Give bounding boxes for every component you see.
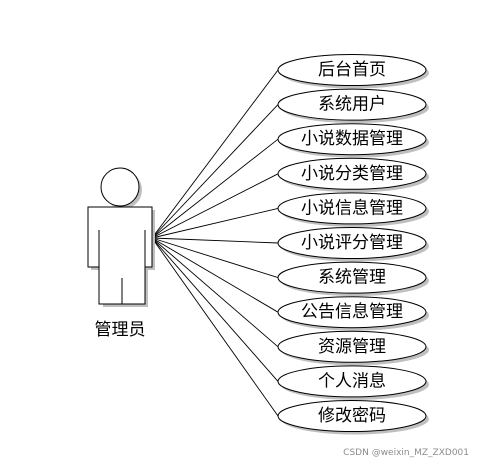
use-case-label: 个人消息 bbox=[318, 371, 386, 391]
use-case: 系统用户 bbox=[277, 88, 429, 124]
association-line bbox=[151, 237, 279, 279]
use-case: 资源管理 bbox=[277, 330, 429, 366]
actor-body bbox=[87, 206, 153, 305]
use-case-ellipse bbox=[277, 261, 427, 294]
actor-head bbox=[100, 167, 140, 207]
use-case-label: 小说评分管理 bbox=[301, 233, 403, 253]
use-case: 修改密码 bbox=[277, 400, 429, 435]
use-case-label: 小说数据管理 bbox=[301, 129, 403, 149]
association-line bbox=[151, 237, 279, 313]
use-case-label: 小说信息管理 bbox=[301, 198, 403, 218]
use-case-ellipse bbox=[277, 365, 427, 398]
use-case-label: 系统用户 bbox=[318, 95, 386, 115]
association-line bbox=[151, 69, 279, 239]
use-case-label: 公告信息管理 bbox=[301, 302, 403, 322]
use-case-label: 资源管理 bbox=[318, 337, 386, 357]
watermark: CSDN @weixin_MZ_ZXD001 bbox=[343, 448, 469, 458]
association-line bbox=[151, 207, 279, 239]
association-line bbox=[151, 138, 279, 239]
association-line bbox=[151, 237, 279, 244]
use-case-label: 后台首页 bbox=[318, 60, 386, 80]
use-case-ellipse bbox=[277, 123, 427, 156]
use-case: 系统管理 bbox=[277, 261, 429, 297]
use-case: 后台首页 bbox=[277, 54, 429, 89]
use-case-ellipse bbox=[277, 400, 427, 432]
use-case-ellipse bbox=[277, 192, 427, 225]
association-lines bbox=[151, 69, 279, 417]
use-case-ellipse bbox=[277, 330, 427, 363]
use-case: 小说评分管理 bbox=[277, 227, 429, 262]
use-case: 小说数据管理 bbox=[277, 123, 429, 158]
association-line bbox=[151, 237, 279, 382]
use-case: 小说分类管理 bbox=[277, 157, 429, 193]
use-case: 小说信息管理 bbox=[277, 192, 429, 227]
use-case-label: 系统管理 bbox=[318, 268, 386, 288]
use-case-ellipse bbox=[277, 54, 427, 86]
use-case-ellipse bbox=[277, 296, 427, 329]
association-line bbox=[151, 173, 279, 239]
use-case-ellipse bbox=[277, 157, 427, 190]
association-line bbox=[151, 237, 279, 348]
use-case-ellipse bbox=[277, 227, 427, 259]
use-case-list: 后台首页系统用户小说数据管理小说分类管理小说信息管理小说评分管理系统管理公告信息… bbox=[277, 54, 429, 435]
use-case-label: 小说分类管理 bbox=[301, 164, 403, 184]
actor-label: 管理员 bbox=[95, 320, 146, 340]
association-line bbox=[151, 237, 279, 417]
use-case-ellipse bbox=[277, 88, 427, 121]
actor-figure-icon bbox=[87, 167, 155, 307]
use-case-label: 修改密码 bbox=[318, 406, 386, 426]
use-case: 个人消息 bbox=[277, 365, 429, 400]
use-case: 公告信息管理 bbox=[277, 296, 429, 331]
association-line bbox=[151, 104, 279, 239]
